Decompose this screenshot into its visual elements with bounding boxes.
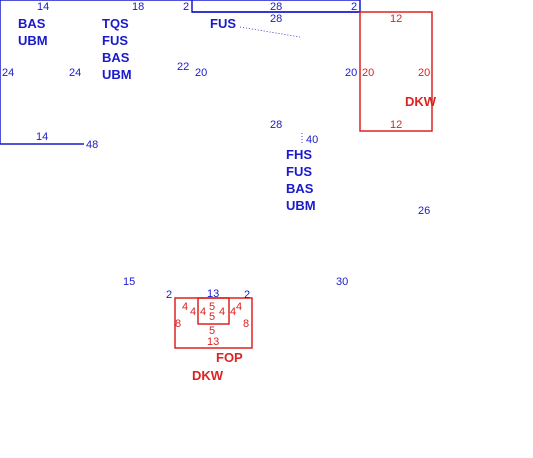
dim-fop-d: 5 [209, 301, 215, 313]
upper-fus-label: FUS [210, 16, 236, 31]
leader-line-fus [239, 26, 301, 38]
middle-wing-label-4: UBM [102, 67, 132, 82]
dim-left-junction: 48 [86, 139, 98, 151]
dim-step-top: 2 [183, 1, 189, 13]
dim-box-left: 20 [195, 67, 207, 79]
dim-fop-h: 5 [209, 325, 215, 337]
dim-deck-top: 12 [390, 13, 402, 25]
dim-deck-left: 20 [362, 67, 374, 79]
dim-mid-side: 22 [177, 61, 189, 73]
dim-fop-top-right: 4 [236, 301, 242, 313]
dim-fop-a: 4 [182, 301, 188, 313]
dim-notch-right: 2 [244, 289, 250, 301]
dim-box-bottom: 28 [270, 119, 282, 131]
dim-mid-top: 18 [132, 1, 144, 13]
dim-box-step: 2 [351, 1, 357, 13]
dim-box-top-outer: 28 [270, 1, 282, 13]
fop-label: FOP [216, 350, 243, 365]
dim-fop-left: 8 [175, 318, 181, 330]
main-label-3: BAS [286, 181, 314, 196]
dim-fop-f: 4 [230, 306, 236, 318]
middle-wing-label-1: TQS [102, 16, 129, 31]
deck-right-outline [359, 11, 433, 132]
deck-right-label: DKW [405, 94, 437, 109]
main-label-4: UBM [286, 198, 316, 213]
main-outline [84, 0, 361, 13]
main-label-2: FUS [286, 164, 312, 179]
left-wing-label-2: UBM [18, 33, 48, 48]
main-label-1: FHS [286, 147, 312, 162]
left-wing-outline [0, 0, 84, 145]
dim-bottom-right: 30 [336, 276, 348, 288]
dim-fop-bottom: 13 [207, 336, 219, 348]
dim-left-left: 24 [2, 67, 14, 79]
dim-deck-right: 20 [418, 67, 430, 79]
dim-left-bottom: 14 [36, 131, 48, 143]
dim-box-top-inner: 28 [270, 13, 282, 25]
dim-fop-e: 4 [219, 306, 225, 318]
dim-fop-right: 8 [243, 318, 249, 330]
dim-fop-b: 4 [190, 306, 196, 318]
dim-notch-top: 13 [207, 288, 219, 300]
left-wing-label-1: BAS [18, 16, 46, 31]
dim-main-right: 26 [418, 205, 430, 217]
middle-wing-label-3: BAS [102, 50, 130, 65]
dim-main-side: 40 [306, 134, 318, 146]
dim-fop-c: 4 [200, 306, 206, 318]
dim-notch-left: 2 [166, 289, 172, 301]
dim-left-right: 24 [69, 67, 81, 79]
dim-deck-bottom: 12 [390, 119, 402, 131]
dim-left-top: 14 [37, 1, 49, 13]
dim-bottom-left: 15 [123, 276, 135, 288]
dim-fop-g: 5 [209, 311, 215, 323]
dim-box-right: 20 [345, 67, 357, 79]
fop-inner-step [197, 297, 230, 325]
deck-bottom-label: DKW [192, 368, 224, 383]
middle-wing-label-2: FUS [102, 33, 128, 48]
